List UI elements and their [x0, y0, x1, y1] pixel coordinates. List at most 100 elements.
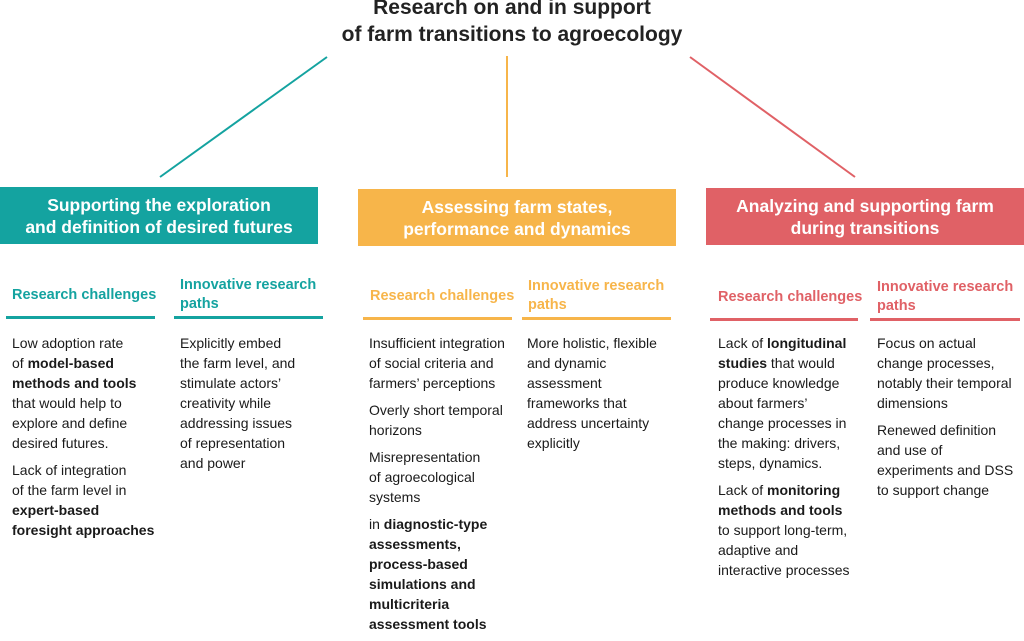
- text-line: methods and tools: [12, 373, 154, 393]
- text-line: to support change: [877, 482, 990, 498]
- text-line: the making: drivers,: [718, 435, 841, 451]
- challenge-item: Overly short temporal horizons: [369, 400, 505, 440]
- text-line: More holistic, flexible: [527, 335, 657, 351]
- title-line-2: of farm transitions to agroecology: [341, 23, 683, 46]
- heading-line: Research challenges: [718, 289, 863, 305]
- text-line: change processes in: [718, 415, 847, 431]
- challenges-list-assessing: Insufficient integration of social criter…: [369, 333, 505, 641]
- paths-list-analyzing: Focus on actual change processes, notably …: [877, 333, 1013, 507]
- text-line: desired futures.: [12, 435, 109, 451]
- banner-line: and definition of desired futures: [25, 216, 293, 237]
- text-line: about farmers’: [718, 395, 808, 411]
- text-line: Focus on actual: [877, 335, 976, 351]
- banner-line: during transitions: [790, 217, 940, 238]
- banner-line: Supporting the exploration: [47, 194, 271, 215]
- heading-underline: [6, 316, 155, 319]
- text-line: notably their temporal: [877, 375, 1012, 391]
- text-line: foresight approaches: [12, 520, 154, 540]
- emphasis-text: expert-based: [12, 502, 100, 518]
- heading-line: paths: [877, 298, 916, 314]
- heading-research-challenges: Research challenges: [718, 288, 862, 307]
- path-item: Focus on actual change processes, notably …: [877, 333, 1013, 413]
- text-line: creativity while: [180, 395, 272, 411]
- connector-lines: [159, 56, 856, 178]
- text-line: interactive processes: [718, 562, 850, 578]
- text-line: Lack of integration: [12, 462, 127, 478]
- heading-line: Innovative research: [528, 278, 665, 294]
- emphasis-text: studies: [718, 355, 768, 371]
- banner-line: Analyzing and supporting farm: [736, 195, 994, 216]
- emphasis-text: monitoring: [767, 482, 841, 498]
- heading-line: paths: [528, 297, 567, 313]
- text-line: process-based: [369, 554, 505, 574]
- emphasis-text: multicriteria: [369, 596, 450, 612]
- text-line: of model-based: [12, 355, 114, 371]
- text-line: Renewed definition: [877, 422, 997, 438]
- emphasis-text: methods and tools: [12, 375, 137, 391]
- connector-red: [689, 56, 856, 178]
- text-line: and dynamic: [527, 355, 607, 371]
- path-item: Renewed definition and use of experiments …: [877, 420, 1013, 500]
- text-line: steps, dynamics.: [718, 455, 823, 471]
- text-line: to support long-term,: [718, 522, 848, 538]
- heading-underline: [522, 317, 671, 320]
- heading-underline: [870, 318, 1020, 321]
- emphasis-text: model-based: [27, 355, 114, 371]
- text-line: systems: [369, 489, 421, 505]
- diagram-title: Research on and in support of farm trans…: [0, 0, 1024, 48]
- text-line: simulations and: [369, 574, 505, 594]
- heading-underline: [710, 318, 858, 321]
- text-line: frameworks that: [527, 395, 627, 411]
- text-line: in diagnostic-type: [369, 516, 488, 532]
- heading-research-challenges: Research challenges: [370, 287, 514, 306]
- banner-analyzing: Analyzing and supporting farm during tra…: [706, 188, 1024, 245]
- title-line-1: Research on and in support: [373, 0, 651, 19]
- heading-line: Innovative research: [180, 277, 317, 293]
- text-line: dimensions: [877, 395, 948, 411]
- text-line: Low adoption rate: [12, 335, 124, 351]
- text-line: horizons: [369, 422, 422, 438]
- text-line: Overly short temporal: [369, 402, 503, 418]
- text-line: experiments and DSS: [877, 462, 1014, 478]
- text-line: Misrepresentation: [369, 449, 481, 465]
- heading-innovative-paths: Innovative research paths: [528, 277, 664, 315]
- emphasis-text: simulations and: [369, 576, 476, 592]
- emphasis-text: methods and tools: [718, 502, 843, 518]
- banner-assessing: Assessing farm states, performance and d…: [358, 189, 676, 246]
- text-line: change processes,: [877, 355, 995, 371]
- banner-exploration: Supporting the exploration and definitio…: [0, 187, 318, 244]
- text-line: studies that would: [718, 355, 835, 371]
- text-line: that would help to: [12, 395, 122, 411]
- text-line: produce knowledge: [718, 375, 840, 391]
- text-line: of social criteria and: [369, 355, 494, 371]
- banner-line: performance and dynamics: [403, 218, 631, 239]
- text-line: addressing issues: [180, 415, 293, 431]
- emphasis-text: assessment tools: [369, 616, 487, 632]
- text-line: adaptive and: [718, 542, 799, 558]
- paths-list-assessing: More holistic, flexible and dynamic assess…: [527, 333, 657, 460]
- text-line: explicitly: [527, 435, 580, 451]
- text-line: assessments,: [369, 534, 505, 554]
- emphasis-text: diagnostic-type: [383, 516, 488, 532]
- text-line: expert-based: [12, 500, 154, 520]
- emphasis-text: foresight approaches: [12, 522, 155, 538]
- heading-line: Research challenges: [370, 288, 515, 304]
- banner-line: Assessing farm states,: [421, 196, 613, 217]
- text-line: Insufficient integration: [369, 335, 505, 351]
- text-line: explore and define: [12, 415, 128, 431]
- text-line: and power: [180, 455, 246, 471]
- emphasis-text: assessments,: [369, 536, 461, 552]
- text-line: assessment tools: [369, 614, 505, 634]
- text-line: and use of: [877, 442, 943, 458]
- text-line: assessment: [527, 375, 602, 391]
- emphasis-text: longitudinal: [767, 335, 847, 351]
